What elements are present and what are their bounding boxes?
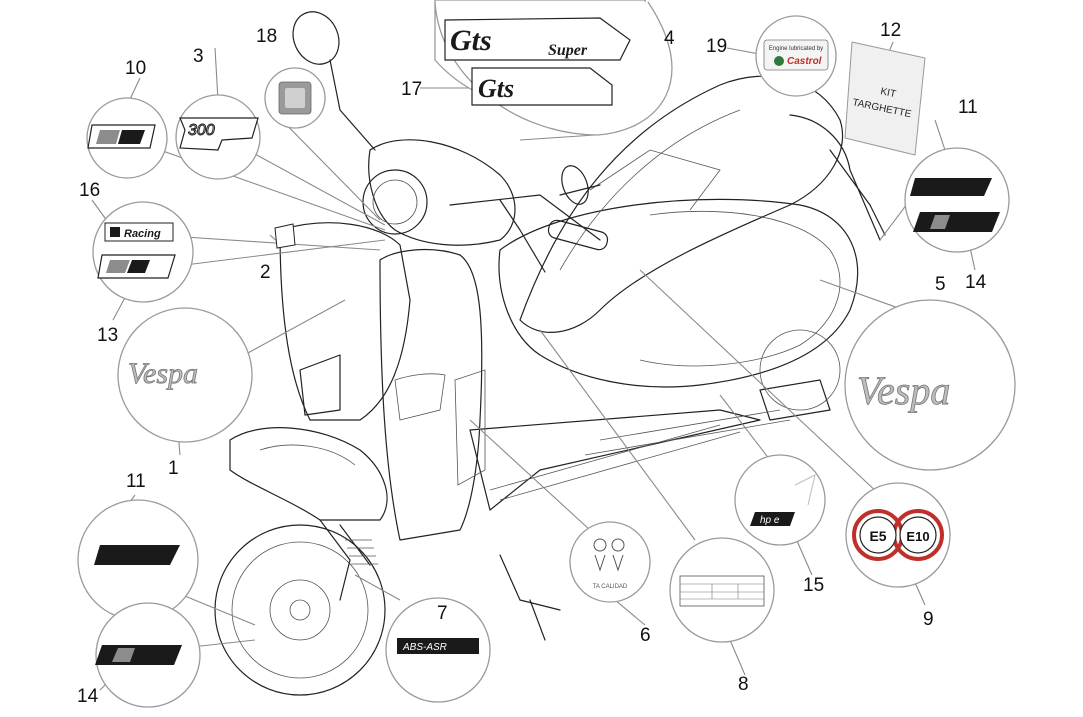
callout-14-right: 14 (965, 272, 987, 293)
callout-11-right: 11 (958, 97, 978, 118)
callout-6: 6 (640, 625, 651, 646)
bubble-decal-300: 300 (175, 94, 261, 180)
callout-16: 16 (79, 180, 100, 201)
callout-11-left: 11 (126, 471, 146, 492)
kit-targhette-bag: KIT TARGHETTE (844, 41, 926, 156)
bubble-decals-11-14-right (904, 147, 1010, 253)
callout-14-left: 14 (77, 686, 99, 707)
callout-9: 9 (923, 609, 934, 630)
callout-19: 19 (706, 36, 727, 57)
kit-label-line1: KIT (879, 86, 897, 100)
callout-5: 5 (935, 274, 946, 295)
callout-18: 18 (256, 26, 277, 47)
callout-8: 8 (738, 674, 749, 695)
bubble-vespa-right: Vespa (844, 299, 1016, 471)
bubble-decal-racing: Racing (92, 201, 194, 303)
callout-numbers: 1 2 3 4 5 6 7 8 9 10 11 11 12 13 14 14 1… (77, 20, 987, 707)
bubble-decal-6: TA CALIDAD (569, 521, 651, 603)
vespa-right-text: Vespa (857, 368, 950, 413)
bubble-decal-10 (86, 97, 168, 179)
callout-2: 2 (260, 262, 271, 283)
callout-1: 1 (168, 458, 179, 479)
bubble-vespa-left: Vespa (117, 307, 253, 443)
gts-super-decal-text: Gts (450, 24, 492, 57)
castrol-line1: Engine lubricated by (769, 46, 823, 52)
bubble-decal-abs: ABS-ASR (385, 597, 491, 703)
gts-super-decal-sub: Super (548, 42, 588, 59)
gts-super-decal-outline (444, 17, 631, 61)
bubble-fuel-label: E5 E10 (845, 482, 951, 588)
callout-13: 13 (97, 325, 118, 346)
bubble-decal-hpe: hp e (734, 454, 826, 546)
abs-asr-text: ABS-ASR (402, 642, 447, 653)
racing-text: Racing (124, 228, 161, 240)
vespa-left-text: Vespa (128, 357, 198, 390)
scooter-drawing (214, 11, 886, 696)
gts-decal-outline (471, 67, 613, 106)
callout-7: 7 (437, 603, 448, 624)
callout-15: 15 (803, 575, 824, 596)
bubble-decal-8 (669, 537, 775, 643)
bubble-decal-18 (264, 67, 326, 129)
bubble-castrol: Engine lubricated by Castrol (755, 15, 837, 97)
callout-12: 12 (880, 20, 901, 41)
callout-4: 4 (664, 28, 675, 49)
warning-caption: TA CALIDAD (593, 584, 628, 590)
gts-decal-text: Gts (478, 74, 514, 103)
castrol-logo-icon (774, 56, 784, 66)
bubble-decal-11-left (77, 499, 199, 621)
callout-17: 17 (401, 79, 422, 100)
callout-10: 10 (125, 58, 146, 79)
fuel-e10: E10 (906, 529, 929, 544)
decal-2 (274, 223, 296, 249)
hpe-text: hp e (760, 515, 780, 526)
bubble-gts-decals: Gts Super Gts (434, 0, 673, 136)
castrol-brand: Castrol (787, 56, 822, 67)
fuel-e5: E5 (869, 528, 886, 544)
bubble-decal-14-left (95, 602, 201, 708)
decal-300-text: 300 (188, 122, 215, 139)
callout-3: 3 (193, 46, 204, 67)
